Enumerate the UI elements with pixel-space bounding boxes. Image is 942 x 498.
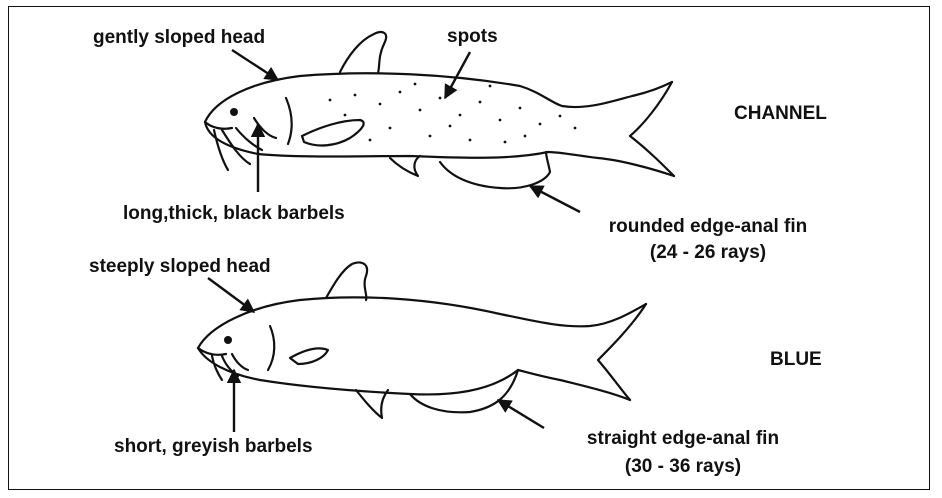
channel-head-label: gently sloped head (93, 27, 265, 49)
blue-barbels-label: short, greyish barbels (114, 436, 313, 458)
channel-barbels-label: long,thick, black barbels (123, 203, 345, 225)
blue-anal-fin-label-line2: (30 - 36 rays) (538, 456, 828, 478)
annotation-arrows (208, 50, 580, 432)
blue-anal-fin-label-line1: straight edge-anal fin (538, 428, 828, 450)
arrow-channel-spots (445, 52, 470, 98)
blue-catfish-drawing (198, 263, 646, 419)
arrow-channel-head (232, 50, 278, 80)
channel-species-label: CHANNEL (734, 103, 827, 125)
channel-anal-fin-label-line1: rounded edge-anal fin (568, 216, 848, 238)
channel-spots-label: spots (447, 26, 498, 48)
channel-catfish-drawing (205, 32, 674, 188)
channel-anal-fin-label-line2: (24 - 26 rays) (568, 242, 848, 264)
arrow-blue-anal-fin (498, 400, 544, 428)
blue-species-label: BLUE (770, 349, 822, 371)
blue-head-label: steeply sloped head (89, 256, 271, 278)
arrow-blue-head (208, 278, 254, 312)
arrow-channel-anal-fin (530, 186, 580, 212)
